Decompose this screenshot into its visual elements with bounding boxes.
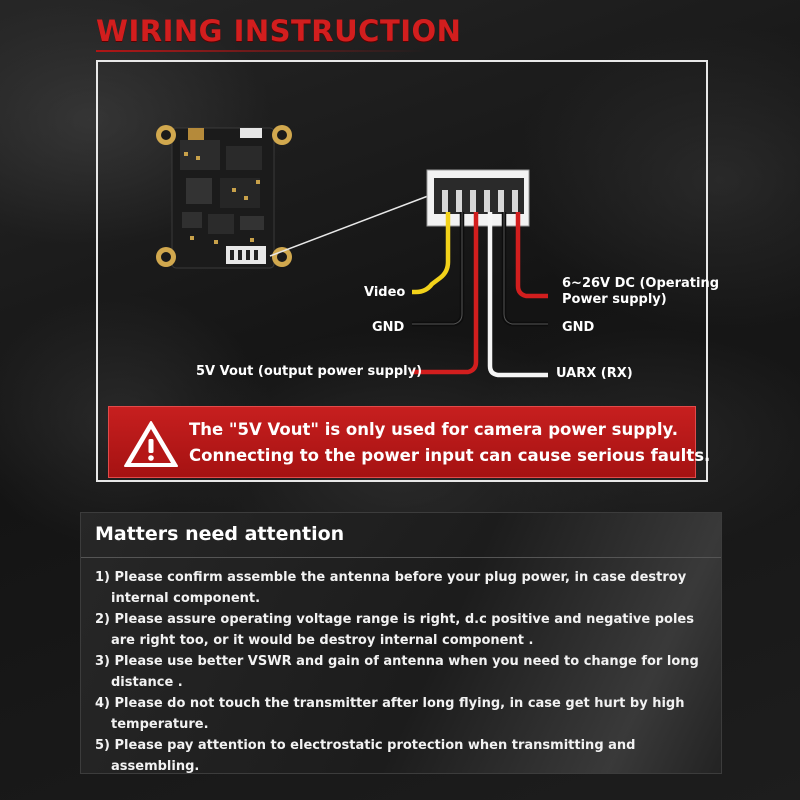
dc-input-label-line2: Power supply)	[562, 292, 667, 307]
dc-input-label: 6~26V DC (Operating Power supply)	[562, 276, 719, 308]
page-title: WIRING INSTRUCTION	[96, 14, 462, 48]
attention-item: 2) Please assure operating voltage range…	[95, 612, 694, 648]
warning-line-2: Connecting to the power input can cause …	[189, 446, 711, 465]
gnd-wire-left	[412, 212, 465, 327]
warning-line-1: The "5V Vout" is only used for camera po…	[189, 420, 679, 439]
attention-divider	[81, 557, 721, 558]
attention-item: 1) Please confirm assemble the antenna b…	[95, 570, 687, 606]
attention-list: 1) Please confirm assemble the antenna b…	[95, 567, 715, 777]
warning-triangle-icon	[124, 421, 178, 467]
vtx-board	[156, 125, 292, 269]
wiring-diagram-frame	[96, 60, 708, 482]
attention-item: 5) Please pay attention to electrostatic…	[95, 738, 636, 774]
title-underline	[96, 50, 426, 52]
attention-panel: Matters need attention 1) Please confirm…	[80, 512, 722, 774]
connector-callout-line	[269, 195, 429, 257]
warning-text: The "5V Vout" is only used for camera po…	[189, 417, 711, 469]
attention-item: 3) Please use better VSWR and gain of an…	[95, 654, 699, 690]
uarx-wire	[487, 212, 548, 378]
gnd-wire-right	[501, 212, 548, 327]
gnd-right-label: GND	[562, 320, 595, 335]
vout-label: 5V Vout (output power supply)	[196, 364, 423, 379]
dc-input-label-line1: 6~26V DC (Operating	[562, 276, 720, 291]
video-label: Video	[364, 285, 406, 300]
wires	[412, 212, 548, 378]
uarx-label: UARX (RX)	[556, 366, 633, 381]
attention-heading: Matters need attention	[95, 523, 345, 545]
dc-input-wire	[515, 212, 548, 299]
gnd-left-label: GND	[372, 320, 405, 335]
warning-banner: The "5V Vout" is only used for camera po…	[108, 406, 711, 478]
vout-wire	[412, 212, 479, 375]
attention-item: 4) Please do not touch the transmitter a…	[95, 696, 685, 732]
video-wire	[412, 212, 451, 295]
connector-closeup	[426, 169, 530, 227]
